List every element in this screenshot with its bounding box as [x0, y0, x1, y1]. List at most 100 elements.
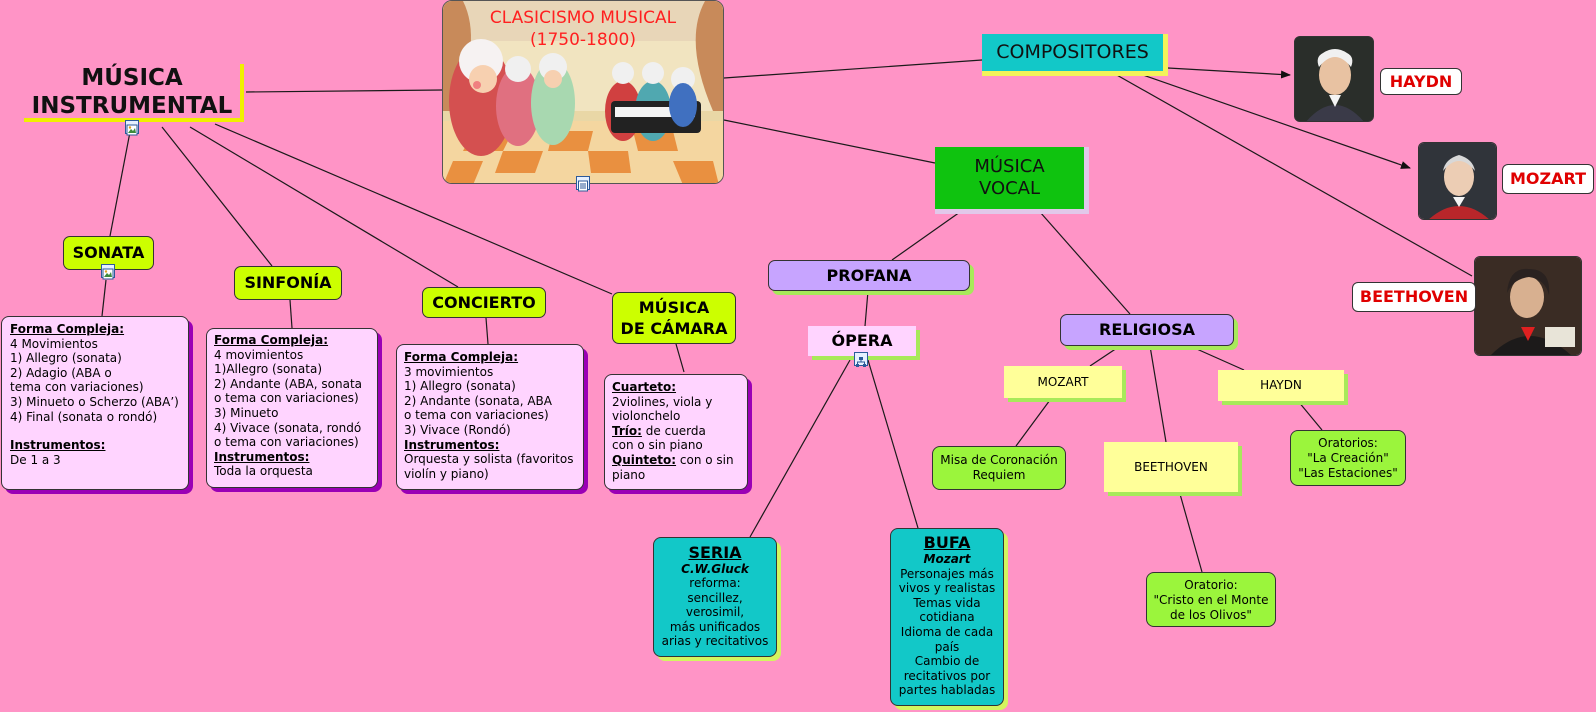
mozart-portrait[interactable] — [1418, 142, 1497, 220]
cuarteto-line: 2violines, viola y — [612, 394, 713, 409]
vocal-line1: MÚSICA — [974, 156, 1045, 177]
sonata-line: 4) Final (sonata o rondó) — [10, 409, 158, 424]
illustration-drawing — [443, 1, 723, 183]
cuarteto-label: Cuarteto: — [612, 380, 677, 394]
seria-node[interactable]: SERIA C.W.Gluck reforma: sencillez, vero… — [653, 537, 777, 657]
oratorios-line1: Oratorios: — [1318, 436, 1378, 450]
image-icon[interactable] — [125, 120, 139, 136]
religiosa-haydn-node[interactable]: HAYDN — [1218, 370, 1344, 401]
bufa-line: Temas vida — [913, 595, 981, 610]
vocal-line2: VOCAL — [978, 178, 1041, 199]
opera-node[interactable]: ÓPERA — [808, 326, 916, 356]
camara-line1: MÚSICA — [638, 298, 710, 317]
misa-node[interactable]: Misa de Coronación Requiem — [932, 446, 1066, 490]
title-line2: INSTRUMENTAL — [31, 93, 233, 119]
quinteto-line2: piano — [612, 467, 646, 482]
sinfonia-line: 4) Vivace (sonata, rondó — [214, 420, 362, 435]
sonata-line: tema con variaciones) — [10, 380, 144, 395]
note-icon[interactable] — [576, 176, 590, 192]
sinfonia-instr-heading: Instrumentos: — [214, 449, 310, 464]
bufa-line: Idioma de cada — [900, 624, 994, 639]
religiosa-mozart-node[interactable]: MOZART — [1004, 366, 1122, 398]
title-line1: MÚSICA — [81, 65, 183, 91]
concierto-instr-line: violín y piano) — [404, 466, 489, 481]
bufa-line: Personajes más — [900, 566, 994, 581]
bufa-title: BUFA — [923, 533, 971, 552]
center-title-line2: (1750-1800) — [530, 30, 636, 50]
oratorios-haydn-node[interactable]: Oratorios: "La Creación" "Las Estaciones… — [1290, 430, 1406, 486]
oratorio-line2: "Cristo en el Monte — [1153, 593, 1269, 607]
sonata-instr: De 1 a 3 — [10, 452, 61, 467]
sinfonia-line: 2) Andante (ABA, sonata — [214, 376, 362, 391]
sonata-line: 1) Allegro (sonata) — [10, 351, 122, 366]
oratorio-line3: de los Olivos" — [1170, 608, 1252, 622]
sinfonia-details: Forma Compleja: 4 movimientos 1)Allegro … — [206, 328, 378, 488]
seria-line: sencillez, — [687, 590, 743, 605]
musica-camara-node[interactable]: MÚSICA DE CÁMARA — [612, 292, 736, 344]
oratorios-line2: "La Creación" — [1307, 451, 1389, 465]
center-title-line1: CLASICISMO MUSICAL — [489, 8, 677, 28]
musica-instrumental-title[interactable]: MÚSICA INSTRUMENTAL — [24, 64, 244, 122]
bufa-line: recitativos por — [903, 668, 991, 683]
sinfonia-line: o tema con variaciones) — [214, 435, 359, 450]
concierto-node[interactable]: CONCIERTO — [422, 287, 546, 318]
sinfonia-node[interactable]: SINFONÍA — [234, 266, 342, 300]
sinfonia-forma-heading: Forma Compleja: — [214, 333, 329, 347]
sonata-line: 3) Minueto o Scherzo (ABA’) — [10, 394, 179, 409]
misa-line2: Requiem — [972, 468, 1026, 482]
oratorios-line3: "Las Estaciones" — [1298, 466, 1398, 480]
seria-line: verosimil, — [685, 605, 745, 620]
oratorio-beethoven-node[interactable]: Oratorio: "Cristo en el Monte de los Oli… — [1146, 572, 1276, 627]
sinfonia-line: o tema con variaciones) — [214, 391, 359, 406]
religiosa-beethoven-node[interactable]: BEETHOVEN — [1104, 442, 1238, 492]
hierarchy-icon[interactable] — [854, 352, 868, 367]
mozart-label[interactable]: MOZART — [1502, 164, 1594, 194]
cuarteto-line: violonchelo — [612, 409, 681, 424]
compositores-node[interactable]: COMPOSITORES — [982, 34, 1168, 76]
concierto-line: 3 movimientos — [404, 364, 494, 379]
trio-line2: con o sin piano — [612, 438, 703, 453]
oratorio-line1: Oratorio: — [1184, 578, 1238, 592]
concierto-line: o tema con variaciones) — [404, 408, 549, 423]
seria-author: C.W.Gluck — [681, 562, 749, 576]
sonata-line: 4 Movimientos — [10, 336, 98, 351]
beethoven-label[interactable]: BEETHOVEN — [1352, 282, 1476, 312]
religiosa-node[interactable]: RELIGIOSA — [1060, 314, 1234, 346]
concierto-details: Forma Compleja: 3 movimientos 1) Allegro… — [396, 344, 584, 490]
sonata-line: 2) Adagio (ABA o — [10, 365, 112, 380]
sonata-instr-heading: Instrumentos: — [10, 438, 106, 453]
concierto-instr-heading: Instrumentos: — [404, 437, 500, 452]
trio-row: Trío: de cuerda — [612, 424, 740, 439]
concierto-instr-line: Orquesta y solista (favoritos — [404, 452, 574, 467]
beethoven-portrait[interactable] — [1474, 256, 1582, 356]
concierto-line: 3) Vivace (Rondó) — [404, 422, 511, 437]
quinteto-row: Quinteto: con o sin — [612, 453, 740, 468]
camara-details: Cuarteto: 2violines, viola y violonchelo… — [604, 374, 748, 490]
concierto-forma-heading: Forma Compleja: — [404, 350, 519, 364]
bufa-line: cotidiana — [919, 610, 975, 625]
sinfonia-instr: Toda la orquesta — [214, 464, 313, 479]
trio-label: Trío: — [612, 423, 642, 438]
misa-line1: Misa de Coronación — [940, 453, 1058, 467]
camara-line2: DE CÁMARA — [620, 319, 728, 338]
image-icon[interactable] — [101, 264, 115, 280]
haydn-portrait[interactable] — [1294, 36, 1374, 122]
bufa-line: Cambio de — [914, 654, 980, 669]
concierto-line: 2) Andante (sonata, ABA — [404, 393, 552, 408]
sonata-forma-heading: Forma Compleja: — [10, 322, 125, 336]
seria-line: más unificados — [669, 619, 761, 634]
bufa-line: vivos y realistas — [898, 581, 996, 596]
trio-text: de cuerda — [641, 423, 706, 438]
haydn-label[interactable]: HAYDN — [1380, 68, 1462, 95]
musica-vocal-node[interactable]: MÚSICA VOCAL — [935, 147, 1089, 214]
seria-line: reforma: — [689, 576, 741, 591]
bufa-line: partes habladas — [898, 683, 996, 698]
bufa-node[interactable]: BUFA Mozart Personajes más vivos y reali… — [890, 528, 1004, 706]
sinfonia-line: 4 movimientos — [214, 347, 304, 362]
bufa-author: Mozart — [923, 552, 971, 566]
clasicismo-illustration[interactable]: CLASICISMO MUSICAL (1750-1800) — [442, 0, 724, 184]
clasicismo-title: CLASICISMO MUSICAL (1750-1800) — [443, 7, 723, 51]
profana-node[interactable]: PROFANA — [768, 260, 970, 291]
